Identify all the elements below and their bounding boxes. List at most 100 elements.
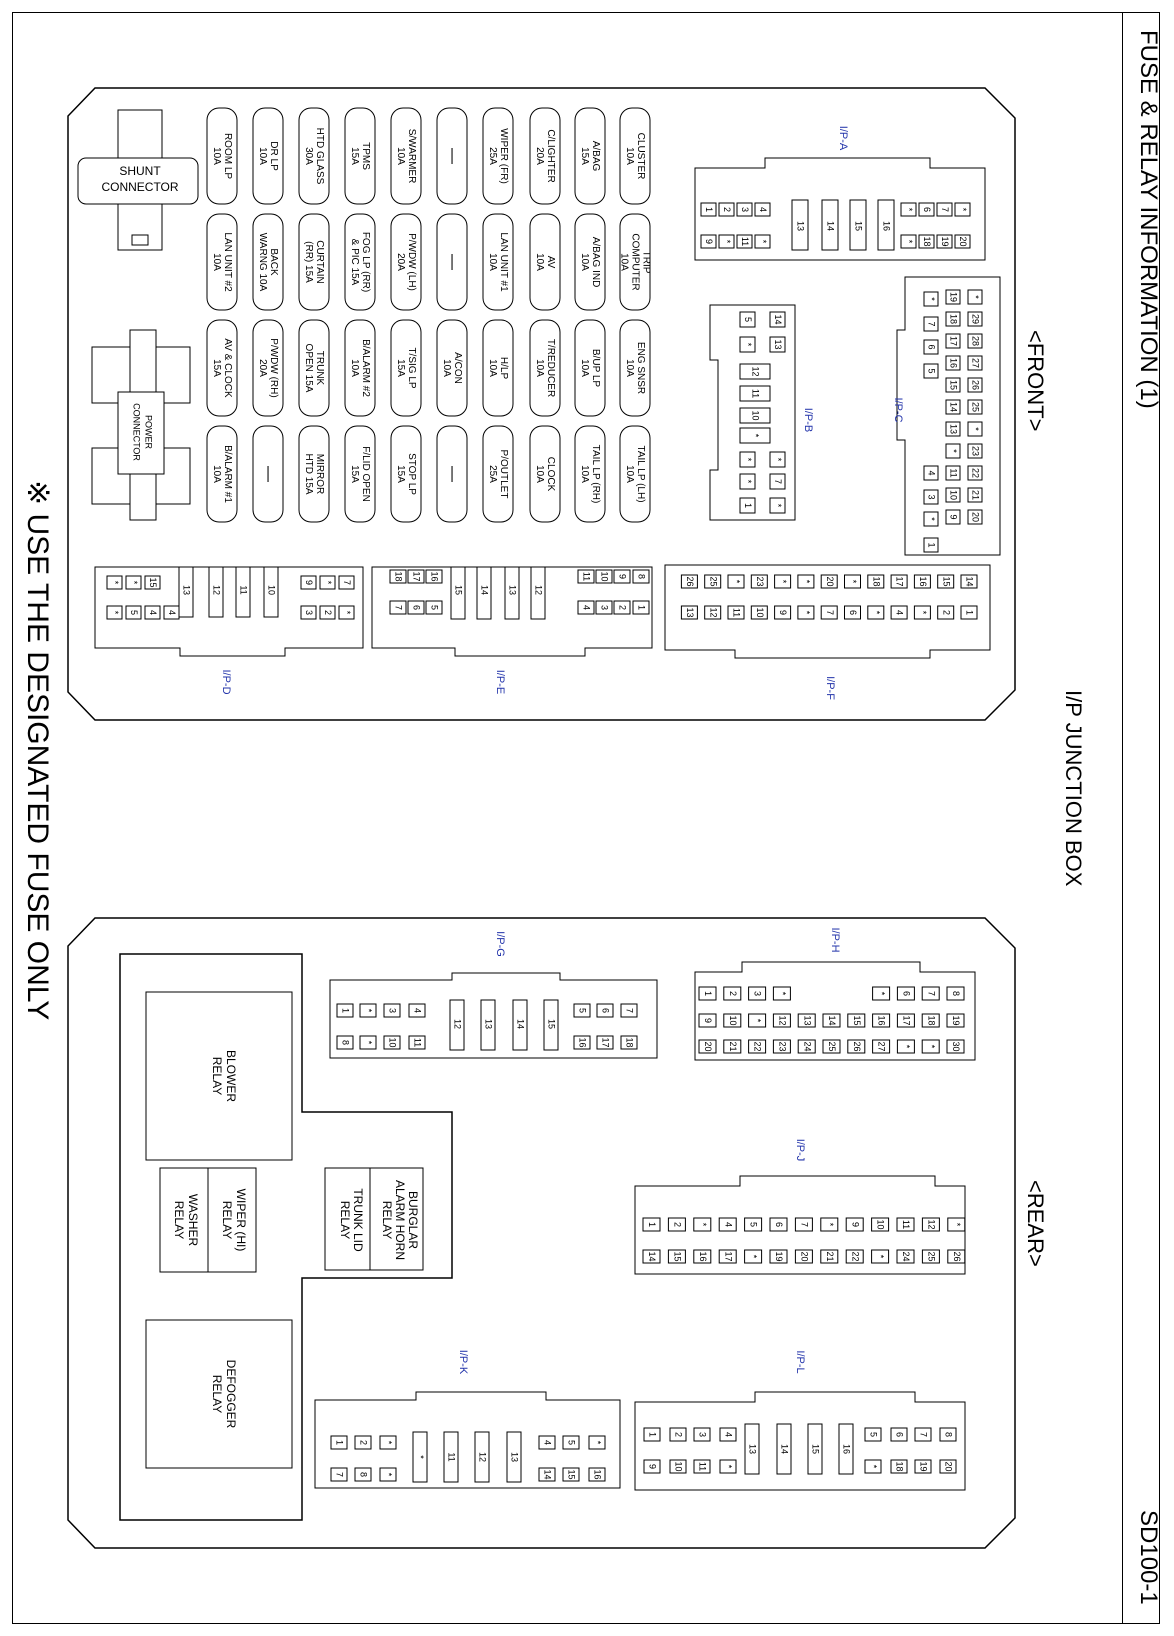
pin-number: 11 [698,1462,708,1471]
pin-number: 8 [637,574,647,579]
pin-number: 23 [971,446,981,456]
power-label: POWER [144,415,154,450]
pin-cell [794,1217,813,1232]
fuse-label: 20A [257,359,268,377]
fuse-body [390,319,422,417]
pin-number: 23 [778,1041,788,1051]
pin-number: 13 [802,1015,812,1025]
fuse-label: 10A [579,465,590,483]
pin-cell [577,569,595,584]
pin-number: 3 [698,1432,708,1437]
pin-cell [896,1013,915,1028]
pin-number: 3 [388,1008,398,1013]
fuse-label: 10A [579,253,590,271]
ipa-tall-pin [849,199,867,251]
ipg-tall-pin [480,999,496,1051]
pin-cell [620,1003,638,1018]
pin-number: 30 [951,1041,961,1051]
pin-number: * [971,427,981,431]
pin-number: 11 [582,572,592,581]
pin-number: 20 [971,512,981,522]
pin-cell [914,1459,932,1474]
pin-number: 17 [895,576,905,586]
page-frame [12,12,1160,1624]
pin-cell [896,1249,915,1264]
ipd-label: I/P-D [220,669,232,694]
pin-number: * [110,581,120,585]
pin-cell [820,574,838,589]
pin-cell [698,1013,717,1028]
pin-cell [890,1427,908,1442]
pin-number: 16 [578,1037,588,1047]
pin-cell [774,574,792,589]
pin-number: 28 [971,336,981,346]
fuse-label: HTD 15A [303,453,314,494]
fuse-label: C/LIGHTER [545,129,556,182]
pin-cell [727,605,745,620]
pin-cell [389,600,407,615]
pin-cell [748,1013,767,1028]
pin-number: * [416,1455,426,1459]
fuse-label: 10A [624,147,635,165]
pin-number: 15 [454,585,464,595]
fuse-label: TPMS [360,142,371,170]
pin-cell [698,1039,717,1054]
pin-cell [939,1427,957,1442]
pin-number: 19 [919,1461,929,1471]
fuse-body [619,213,651,311]
pin-number: 7 [335,1472,345,1477]
pin-cell [896,1217,915,1232]
ipa-label: I/P-A [837,126,849,151]
pin-number: 25 [708,576,718,586]
pin-number: 9 [850,1222,860,1227]
fuse-3-4: — [436,425,468,523]
pin-cell [918,202,935,217]
pin-number: 26 [952,1251,962,1261]
fuse-label: 20A [395,253,406,271]
pin-number: 2 [359,1440,369,1445]
pin-number: 16 [698,1251,708,1261]
fuse-label: OPEN 15A [303,344,314,393]
pin-cell [960,605,978,620]
pin-cell [769,1249,788,1264]
pin-number: 2 [941,610,951,615]
fuse-3-0: TAIL LP (LH)10A [619,425,651,523]
fuse-label: 10A [211,147,222,165]
pin-cell [693,1249,712,1264]
fuse-body [344,319,376,417]
fuse-label: AV [545,256,556,269]
fuse-label: A/BAG IND [590,237,601,288]
pin-cell [946,1039,965,1054]
pin-cell [820,605,838,620]
fuse-label: & PIC 15A [349,239,360,286]
ipe-tall-pin [476,566,492,620]
pin-number: 5 [567,1440,577,1445]
fuse-label: 10A [618,253,629,271]
burglar-relay-body [324,1167,424,1271]
pin-cell [936,234,953,249]
pin-cell [769,311,786,328]
pin-number: 10 [949,490,959,500]
pin-number: 21 [728,1041,738,1051]
pin-number: * [323,581,333,585]
pin-number: 1 [648,1432,658,1437]
title-divider [1122,12,1124,1624]
pin-number: 18 [871,576,881,586]
fuse-label: BACK [268,248,279,276]
pin-number: 13 [510,1452,520,1462]
pin-cell [739,311,756,328]
fuse-body [344,107,376,205]
pin-cell [923,363,939,379]
ipk-tall-pin [474,1431,490,1483]
pin-cell [613,569,631,584]
pin-number: 18 [926,1015,936,1025]
pin-number: * [876,1255,886,1259]
